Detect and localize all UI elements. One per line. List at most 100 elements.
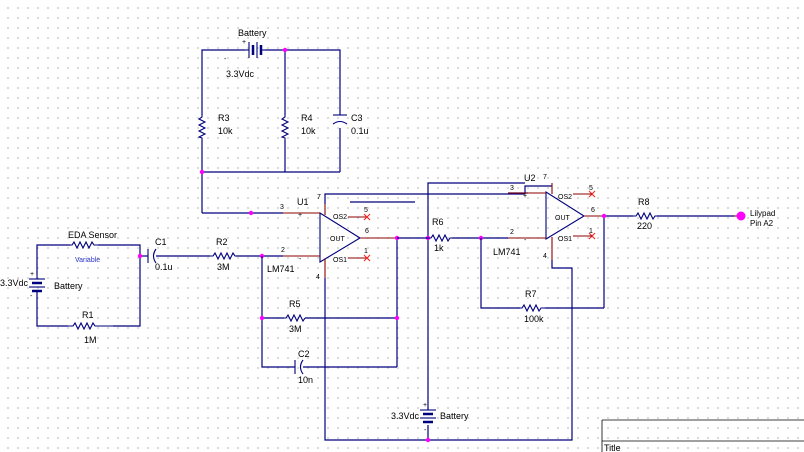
u2-pin-out: 6 (591, 207, 595, 214)
sensor-input-network: EDA Sensor Variable R1 1M 3.3Vdc + - Bat… (0, 230, 283, 345)
c2-label: C2 (298, 349, 310, 359)
resistor-r8[interactable] (633, 211, 657, 221)
opamp-u2[interactable]: + - OS2 OUT OS1 U2 LM741 3 2 6 5 1 4 7 (493, 173, 604, 260)
r4-label: R4 (301, 113, 313, 123)
junction-dot (137, 253, 143, 259)
u2-out: OUT (555, 215, 571, 222)
c2-value: 10n (298, 375, 313, 385)
u1-pin-os2: 5 (364, 207, 368, 214)
battery-left-symbol[interactable] (29, 275, 45, 293)
u2-part: LM741 (493, 247, 521, 257)
resistor-r7[interactable] (520, 303, 545, 313)
r3-label: R3 (218, 113, 230, 123)
u2-os1: OS1 (558, 236, 572, 243)
title-block-label: Title (604, 443, 621, 452)
battery-left-value: 3.3Vdc (0, 278, 29, 288)
offpage-label-line1: Lilypad (750, 209, 775, 218)
r2-value: 3M (217, 262, 230, 272)
battery-bottom-value: 3.3Vdc (391, 411, 420, 421)
c1-label: C1 (155, 237, 167, 247)
u2-label: U2 (524, 173, 536, 183)
u1-pin-noninv: 3 (280, 204, 284, 211)
u1-label: U1 (297, 197, 309, 207)
eda-sensor-resistor[interactable] (70, 240, 98, 250)
battery-top-symbol[interactable] (245, 42, 265, 58)
resistor-r4[interactable] (280, 115, 290, 140)
u1-pin-out: 6 (365, 228, 369, 235)
output-network: R8 220 Lilypad Pin A2 (601, 197, 775, 231)
title-block[interactable]: Title (601, 419, 804, 452)
u1-feedback-network: R5 3M C2 10n (259, 235, 400, 385)
u2-pin-noninv: 3 (510, 185, 514, 192)
r1-value: 1M (84, 335, 97, 345)
r6-value: 1k (434, 243, 444, 253)
battery-top-value: 3.3Vdc (226, 69, 255, 79)
resistor-r2[interactable] (210, 251, 236, 261)
battery-bottom-minus: - (424, 427, 427, 434)
battery-bottom-symbol[interactable] (420, 409, 436, 424)
r8-value: 220 (637, 221, 652, 231)
resistor-r3[interactable] (197, 115, 207, 140)
resistor-r1[interactable] (68, 321, 113, 331)
junction-dot (601, 213, 607, 219)
u1-part: LM741 (267, 264, 295, 274)
eda-sensor-label: EDA Sensor (68, 230, 117, 240)
u1-out: OUT (330, 236, 346, 243)
battery-bottom-label: Battery (440, 411, 469, 421)
battery-top-minus: - (224, 56, 227, 63)
r1-label: R1 (82, 310, 94, 320)
battery-bottom-plus: + (423, 402, 427, 409)
r7-value: 100k (524, 314, 544, 324)
resistor-r6[interactable] (428, 233, 452, 243)
junction-dot (199, 169, 205, 175)
junction-dot (259, 315, 265, 321)
r7-label: R7 (525, 289, 537, 299)
u2-os2: OS2 (558, 194, 572, 201)
battery-left-minus: - (30, 293, 33, 300)
r4-value: 10k (301, 126, 316, 136)
u1-os2: OS2 (333, 214, 347, 221)
u2-pin-vplus: 7 (543, 174, 547, 181)
u2-pin-vminus: 4 (543, 253, 547, 260)
battery-top-label: Battery (238, 28, 267, 38)
capacitor-c2[interactable] (294, 359, 304, 375)
c3-value: 0.1u (351, 126, 369, 136)
u1-minus: - (299, 256, 302, 263)
resistor-r5[interactable] (284, 313, 306, 323)
u1-plus: + (298, 212, 302, 219)
u1-pin-os1: 1 (364, 248, 368, 255)
capacitor-c1[interactable] (147, 248, 157, 264)
u2-plus: + (523, 193, 527, 200)
second-stage: R6 1k R7 100k (397, 192, 605, 324)
offpage-connector[interactable] (736, 211, 746, 221)
capacitor-c3[interactable] (332, 114, 348, 125)
r8-label: R8 (638, 197, 650, 207)
junction-dot (394, 315, 400, 321)
battery-top-plus: + (242, 39, 246, 46)
offpage-label-line2: Pin A2 (750, 219, 774, 228)
r3-value: 10k (218, 126, 233, 136)
r2-label: R2 (216, 237, 228, 247)
eda-sensor-value: Variable (75, 257, 100, 264)
u2-pin-os1: 1 (589, 228, 593, 235)
u1-os1: OS1 (333, 257, 347, 264)
u1-pin-inv: 2 (281, 247, 285, 254)
opamp-u1[interactable]: + - OS2 OUT OS1 U1 LM741 3 2 6 5 1 4 7 (267, 194, 397, 281)
r5-label: R5 (289, 299, 301, 309)
u2-minus: - (524, 237, 527, 244)
supply-rails: 3.3Vdc + - Battery (324, 182, 573, 443)
battery-left-label: Battery (54, 281, 83, 291)
u1-pin-vplus: 7 (317, 194, 321, 201)
c3-label: C3 (351, 113, 363, 123)
u2-pin-inv: 2 (510, 229, 514, 236)
junction-dot (248, 210, 254, 216)
junction-dot (282, 47, 288, 53)
battery-left-plus: + (30, 271, 34, 278)
r6-label: R6 (432, 217, 444, 227)
u1-pin-vminus: 4 (316, 274, 320, 281)
junction-dot (425, 437, 431, 443)
c1-value: 0.1u (155, 262, 173, 272)
u2-pin-os2: 5 (589, 185, 593, 192)
top-bias-network: Battery + - 3.3Vdc R3 10k R4 10k C3 0.1u (197, 28, 369, 216)
